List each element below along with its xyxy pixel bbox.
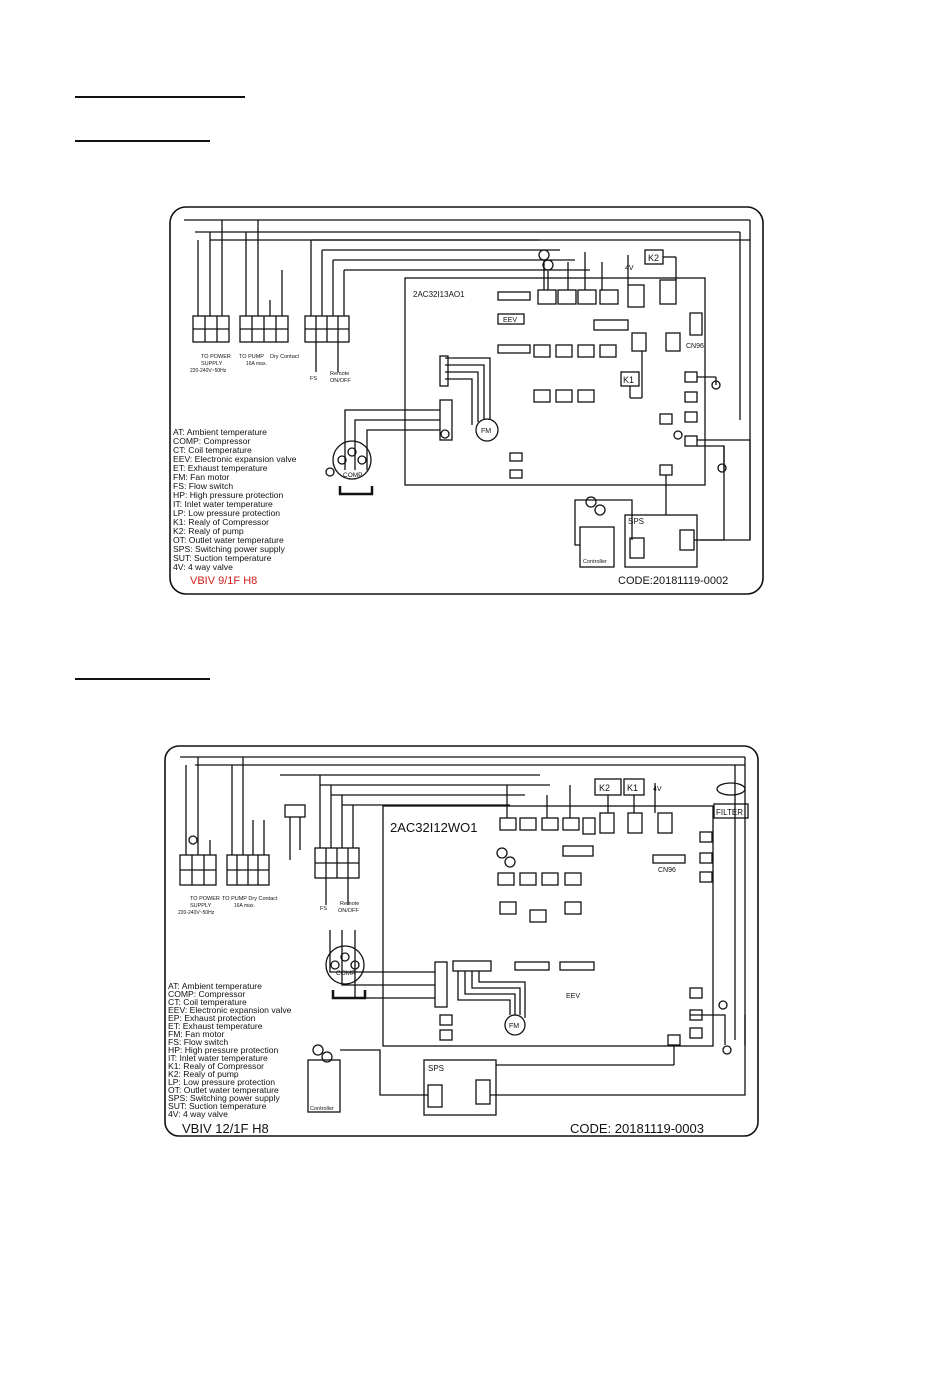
legend-1-item: OT: Outlet water temperature — [173, 535, 284, 545]
legend-1-item: FM: Fan motor — [173, 472, 229, 482]
compressor-2 — [325, 945, 365, 985]
legend-2-item: EP: Exhaust protection — [168, 1013, 256, 1023]
legend-2-item: SUT: Suction temperature — [168, 1101, 267, 1111]
controller-label-2: Controller — [310, 1106, 334, 1112]
pump-label-2b: 16A max. — [234, 903, 255, 909]
k1-label-2: K1 — [627, 783, 638, 793]
comp-label-1: COMP — [343, 472, 363, 479]
power-label-1a: TO POWER — [201, 354, 231, 360]
sps-label-2: SPS — [428, 1064, 444, 1073]
legend-2-item: LP: Low pressure protection — [168, 1077, 275, 1087]
code-label-1: CODE:20181119-0002 — [618, 575, 728, 587]
fan-motor-1 — [475, 418, 499, 442]
power-label-1c: 220-240V~50Hz — [190, 368, 227, 374]
legend-2-item: EEV: Electronic expansion valve — [168, 1005, 292, 1015]
legend-1-item: HP: High pressure protection — [173, 490, 284, 500]
legend-1-item: FS: Flow switch — [173, 481, 233, 491]
legend-1-item: LP: Low pressure protection — [173, 508, 280, 518]
sps-label-1: SPS — [628, 517, 644, 526]
legend-1-item: IT: Inlet water temperature — [173, 499, 273, 509]
legend-2-item: FS: Flow switch — [168, 1037, 228, 1047]
wiring-diagram-1 — [169, 206, 764, 595]
section-heading-underline-2 — [75, 140, 210, 142]
model-label-1: VBIV 9/1F H8 — [190, 575, 257, 587]
model-label-2: VBIV 12/1F H8 — [182, 1121, 269, 1136]
legend-2-item: ET: Exhaust temperature — [168, 1021, 263, 1031]
cn96-label-1: CN96 — [686, 343, 704, 350]
pump-label-1b: 16A max. — [246, 361, 267, 367]
filter-box-2 — [713, 803, 749, 819]
k2-label-1: K2 — [648, 253, 659, 263]
legend-1-item: K2: Realy of pump — [173, 526, 244, 536]
legend-1-item: 4V: 4 way valve — [173, 562, 233, 572]
legend-1-item: K1: Realy of Compressor — [173, 517, 269, 527]
legend-2-item: IT: Inlet water temperature — [168, 1053, 268, 1063]
compressor-1 — [332, 440, 372, 480]
fourv-label-2: 4V — [653, 786, 662, 793]
fm-label-2: FM — [509, 1023, 519, 1030]
code-label-2: CODE: 20181119-0003 — [570, 1121, 704, 1136]
fm-label-1: FM — [481, 428, 491, 435]
eev-label-2: EEV — [566, 993, 580, 1000]
legend-1: AT: Ambient temperature COMP: Compressor… — [173, 427, 297, 572]
diagram-1-frame — [169, 206, 764, 595]
legend-2-item: HP: High pressure protection — [168, 1045, 279, 1055]
power-label-2b: SUPPLY — [190, 903, 212, 909]
legend-1-item: EEV: Electronic expansion valve — [173, 454, 297, 464]
legend-1-item: ET: Exhaust temperature — [173, 463, 268, 473]
section-heading-underline-3 — [75, 678, 210, 680]
legend-1-item: AT: Ambient temperature — [173, 427, 267, 437]
fs-label-1: FS — [310, 376, 317, 382]
pcb-board-1 — [404, 277, 706, 486]
legend-2-item: CT: Coil temperature — [168, 997, 247, 1007]
pump-label-1a: TO PUMP — [239, 354, 264, 360]
controller-1 — [579, 526, 615, 568]
controller-label-1: Controller — [583, 559, 607, 565]
legend-2-item: K1: Realy of Compressor — [168, 1061, 264, 1071]
k2-label-2: K2 — [599, 783, 610, 793]
power-label-2a: TO POWER — [190, 896, 220, 902]
legend-2-item: OT: Outlet water temperature — [168, 1085, 279, 1095]
legend-2-item: AT: Ambient temperature — [168, 981, 262, 991]
remote-label-1a: Remote — [330, 371, 349, 377]
wiring-diagram-2 — [164, 745, 759, 1137]
filter-label-2: FILTER — [716, 808, 743, 817]
controller-2 — [307, 1059, 341, 1113]
remote-label-2b: ON/OFF — [338, 908, 359, 914]
pump-label-2a: TO PUMP Dry Contact — [222, 896, 278, 902]
pcb-label-2: 2AC32I12WO1 — [390, 820, 477, 835]
diagram-1-labels: 2AC32I13AO1 TO POWER SUPPLY 220-240V~50H… — [173, 253, 728, 587]
dry-contact-label-1: Dry Contact — [270, 354, 300, 360]
legend-1-item: SUT: Suction temperature — [173, 553, 272, 563]
sps-box-1 — [624, 514, 698, 568]
fourv-label-1: 4V — [625, 265, 634, 272]
legend-2-item: SPS: Switching power supply — [168, 1093, 280, 1103]
remote-label-1b: ON/OFF — [330, 378, 351, 384]
legend-2-item: K2: Realy of pump — [168, 1069, 239, 1079]
k1-label-1: K1 — [623, 375, 634, 385]
eev-label-1: EEV — [503, 317, 517, 324]
pcb-label-1: 2AC32I13AO1 — [413, 290, 465, 299]
legend-2-item: 4V: 4 way valve — [168, 1109, 228, 1119]
fs-label-2: FS — [320, 906, 327, 912]
pcb-board-2 — [382, 805, 714, 1047]
diagram-2-labels: 2AC32I12WO1 FILTER TO POWER SUPPLY 220-2… — [168, 783, 743, 1136]
legend-1-item: COMP: Compressor — [173, 436, 250, 446]
remote-label-2a: Remote — [340, 901, 359, 907]
cn96-label-2: CN96 — [658, 867, 676, 874]
legend-1-item: CT: Coil temperature — [173, 445, 252, 455]
legend-2-item: COMP: Compressor — [168, 989, 245, 999]
legend-1-item: SPS: Switching power supply — [173, 544, 285, 554]
diagram-2-frame — [164, 745, 759, 1137]
comp-label-2: COMP — [336, 970, 356, 977]
power-label-1b: SUPPLY — [201, 361, 223, 367]
section-heading-underline-1 — [75, 96, 245, 98]
legend-2: AT: Ambient temperature COMP: Compressor… — [168, 981, 292, 1119]
sps-box-2 — [423, 1059, 497, 1116]
power-label-2c: 220-240V~50Hz — [178, 910, 215, 916]
legend-2-item: FM: Fan motor — [168, 1029, 224, 1039]
